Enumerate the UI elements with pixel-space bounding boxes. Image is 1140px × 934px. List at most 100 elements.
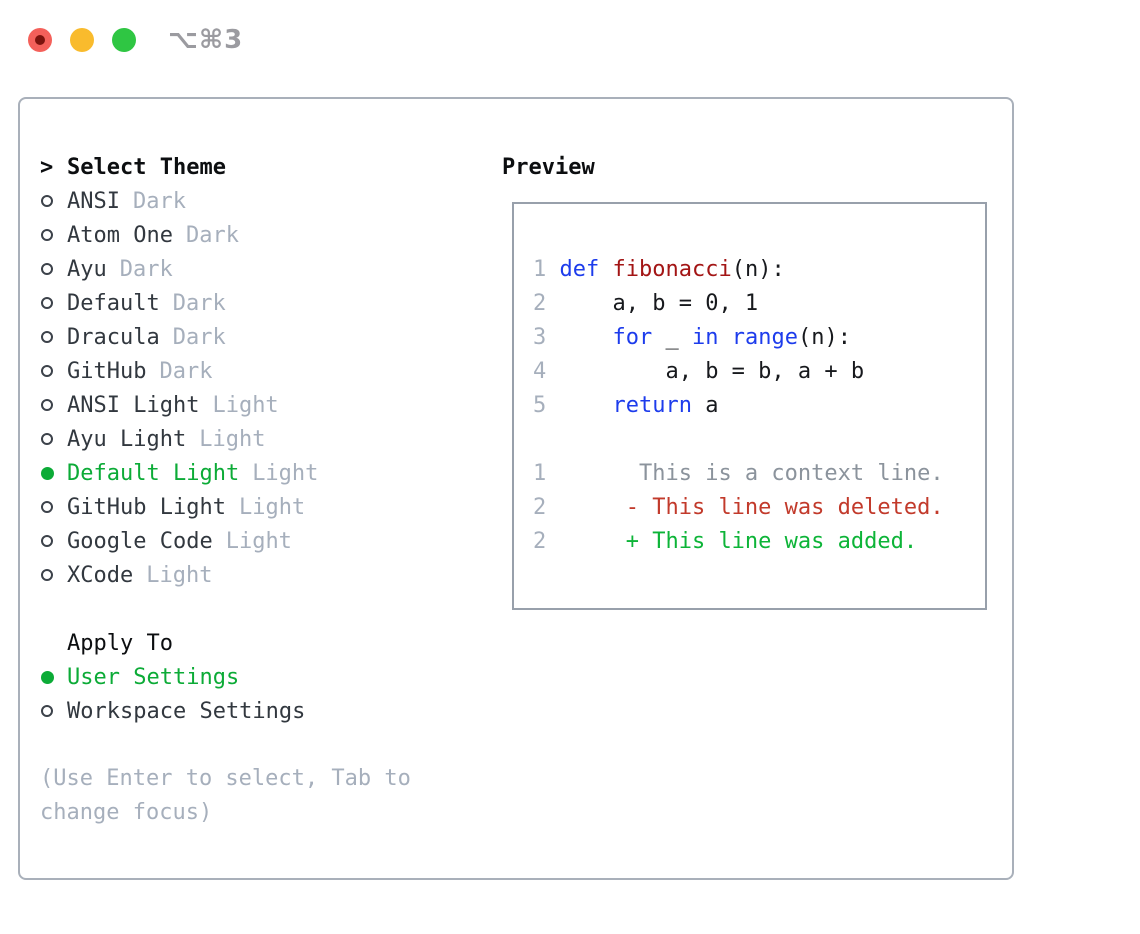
theme-variant-tag: Light <box>199 426 266 452</box>
radio-icon <box>41 501 53 513</box>
theme-variant-tag: Light <box>146 562 213 588</box>
spacer <box>40 592 480 626</box>
theme-name: Default Light <box>67 460 240 486</box>
radio-icon <box>41 331 53 343</box>
radio-prefix <box>40 501 67 513</box>
preview-code-line: 2 + This line was added. <box>533 525 985 559</box>
code-segment-pl: (n): <box>731 257 785 282</box>
select-theme-title: Select Theme <box>67 154 226 180</box>
radio-prefix <box>40 670 67 684</box>
theme-variant-tag: Dark <box>185 222 239 248</box>
code-segment-fn: fibonacci <box>612 257 732 282</box>
code-segment-ln: 2 <box>533 291 560 316</box>
theme-option[interactable]: Atom One Dark <box>40 218 480 252</box>
theme-option[interactable]: Dracula Dark <box>40 320 480 354</box>
minimize-button[interactable] <box>70 28 94 52</box>
radio-icon <box>41 399 53 411</box>
theme-list: ANSI Dark Atom One Dark Ayu Dark Default… <box>40 184 480 592</box>
code-segment-ctx: This is a context line. <box>559 461 944 486</box>
theme-option[interactable]: Ayu Light Light <box>40 422 480 456</box>
theme-variant-tag: Dark <box>119 256 173 282</box>
radio-prefix <box>40 297 67 309</box>
theme-variant-tag: Dark <box>172 324 226 350</box>
radio-icon <box>41 365 53 377</box>
code-segment-del: - This line was deleted. <box>559 495 944 520</box>
cursor-icon: > <box>40 154 54 180</box>
apply-to-title: Apply To <box>67 630 173 656</box>
code-segment-pl <box>560 325 613 350</box>
preview-code-line: 4 a, b = b, a + b <box>533 355 985 389</box>
apply-to-label: User Settings <box>67 664 240 690</box>
code-segment-pl <box>718 325 731 350</box>
help-text-line-1: (Use Enter to select, Tab to <box>40 766 411 791</box>
theme-variant-tag: Light <box>225 528 292 554</box>
code-segment-kw: for <box>612 325 653 350</box>
theme-option[interactable]: Ayu Dark <box>40 252 480 286</box>
code-segment-ln: 1 <box>533 461 560 486</box>
code-segment-ln: 3 <box>533 325 560 350</box>
apply-to-header: Apply To <box>40 626 480 660</box>
preview-code-line: 5 return a <box>533 389 985 423</box>
code-segment-add: + This line was added. <box>559 529 918 554</box>
code-segment-kw: return <box>612 393 692 418</box>
theme-name: ANSI Light <box>67 392 200 418</box>
record-dot-icon <box>35 35 45 45</box>
preview-code-line <box>533 423 985 457</box>
preview-code-line: 1 This is a context line. <box>533 457 985 491</box>
radio-prefix <box>40 466 67 480</box>
theme-name: GitHub <box>67 358 147 384</box>
radio-prefix <box>40 331 67 343</box>
theme-option[interactable]: ANSI Dark <box>40 184 480 218</box>
theme-variant-tag: Light <box>212 392 279 418</box>
code-segment-ln: 2 <box>533 529 560 554</box>
radio-prefix <box>40 195 67 207</box>
theme-option[interactable]: Default Light Light <box>40 456 480 490</box>
theme-name: GitHub Light <box>67 494 226 520</box>
help-text-line-2: change focus) <box>40 800 213 825</box>
preview-code-line: 1 def fibonacci(n): <box>533 253 985 287</box>
preview-title: Preview <box>502 154 595 180</box>
code-segment-ln: 5 <box>533 393 560 418</box>
theme-option[interactable]: GitHub Dark <box>40 354 480 388</box>
theme-name: Ayu Light <box>67 426 187 452</box>
code-segment-kw: range <box>731 325 798 350</box>
theme-variant-tag: Light <box>238 494 306 520</box>
radio-icon <box>41 195 53 207</box>
code-segment-kw: def <box>559 257 600 282</box>
radio-icon <box>41 263 53 275</box>
code-segment-pl: a, b = 0, 1 <box>559 291 759 316</box>
theme-option[interactable]: ANSI Light Light <box>40 388 480 422</box>
radio-icon <box>41 297 53 309</box>
theme-option[interactable]: Default Dark <box>40 286 480 320</box>
radio-icon <box>41 229 53 241</box>
code-segment-ln: 4 <box>533 359 560 384</box>
radio-prefix <box>40 365 67 377</box>
code-segment-pl: a, b = b, a + b <box>559 359 865 384</box>
theme-variant-tag: Dark <box>159 358 213 384</box>
theme-option[interactable]: GitHub Light Light <box>40 490 480 524</box>
apply-to-label: Workspace Settings <box>67 698 306 724</box>
radio-prefix <box>40 263 67 275</box>
preview-header: Preview <box>502 150 595 184</box>
theme-variant-tag: Dark <box>172 290 226 316</box>
theme-variant-tag: Dark <box>132 188 186 214</box>
theme-option[interactable]: XCode Light <box>40 558 480 592</box>
theme-list-column: > Select Theme ANSI Dark Atom One Dark A <box>40 150 480 830</box>
close-button[interactable] <box>28 28 52 52</box>
zoom-button[interactable] <box>112 28 136 52</box>
code-segment-ln: 1 <box>533 257 560 282</box>
code-segment-pl: a <box>691 393 719 418</box>
radio-icon <box>41 670 54 684</box>
apply-to-option[interactable]: User Settings <box>40 660 480 694</box>
code-segment-pl: (n): <box>797 325 851 350</box>
apply-to-option[interactable]: Workspace Settings <box>40 694 480 728</box>
radio-prefix <box>40 535 67 547</box>
preview-code-line: 3 for _ in range(n): <box>533 321 985 355</box>
theme-name: Dracula <box>67 324 160 350</box>
theme-name: Ayu <box>67 256 107 282</box>
theme-option[interactable]: Google Code Light <box>40 524 480 558</box>
theme-name: ANSI <box>67 188 120 214</box>
